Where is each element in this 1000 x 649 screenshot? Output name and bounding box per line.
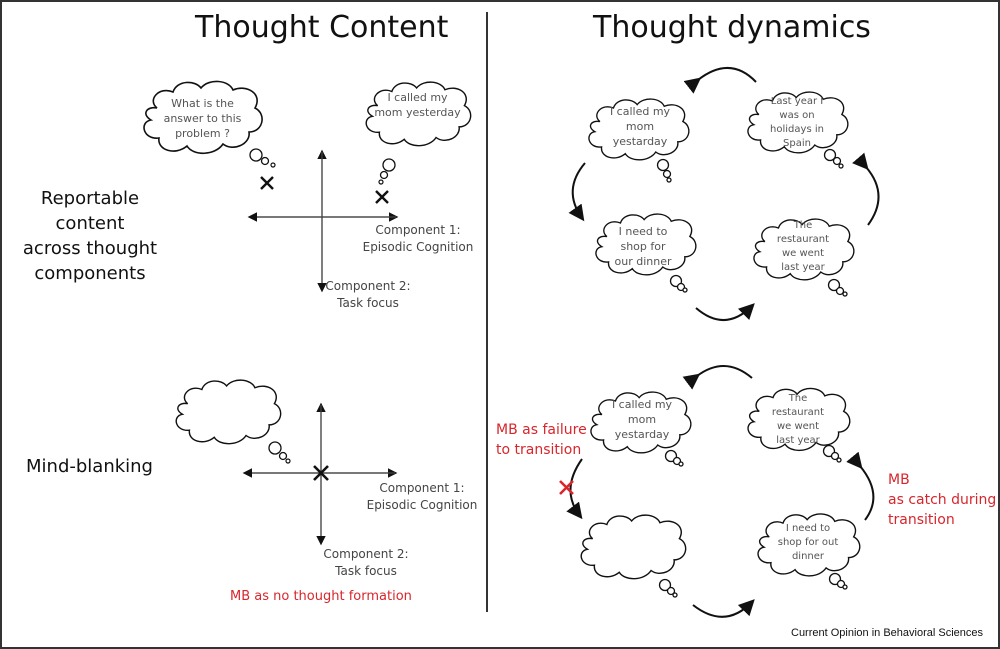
axis-label-line: Component 1: bbox=[375, 223, 461, 237]
cloud-text: I need to shop for our dinner bbox=[598, 224, 688, 269]
axes-top bbox=[247, 149, 399, 293]
right-panel-title: Thought dynamics bbox=[593, 10, 871, 45]
axis-label-line: Component 1: bbox=[379, 481, 465, 495]
row-label-line: across thought bbox=[22, 238, 158, 259]
annotation-line: MB bbox=[888, 472, 910, 488]
cloud-text-line: I called my bbox=[611, 398, 673, 411]
cloud-text-line: I need to bbox=[785, 523, 831, 534]
left-panel-title: Thought Content bbox=[195, 10, 449, 45]
cloud-text-line: mom bbox=[627, 413, 657, 426]
cloud-text-line: dinner bbox=[791, 551, 825, 562]
row-label-line: Reportable content bbox=[40, 188, 140, 234]
annotation-line: MB as failure bbox=[496, 422, 587, 438]
cloud-text: I need to shop for out dinner bbox=[762, 522, 854, 564]
cycle-arrows-bottom bbox=[566, 365, 875, 618]
cloud-text-line: I called my bbox=[387, 91, 448, 104]
row-label-reportable: Reportable content across thought compon… bbox=[5, 186, 175, 286]
annotation-line: to transition bbox=[496, 442, 582, 458]
cloud-text-line: mom bbox=[625, 120, 655, 133]
cloud-text-line: mom yesterday bbox=[374, 106, 461, 119]
transition-arrow bbox=[683, 67, 757, 94]
cloud-text: The restaurant we went last year bbox=[752, 392, 844, 448]
thought-cloud-empty bbox=[175, 379, 282, 445]
transition-arrow bbox=[852, 152, 880, 226]
axis-label-line: Episodic Cognition bbox=[362, 240, 474, 254]
cloud-text-line: restaurant bbox=[771, 407, 825, 418]
cloud-text-line: shop for out bbox=[777, 537, 839, 548]
axis-x-label: Component 1: Episodic Cognition bbox=[362, 480, 482, 514]
cloud-text: I called my mom yesterday bbox=[365, 90, 470, 120]
transition-arrow bbox=[692, 599, 755, 618]
axis-y-label: Component 2: Task focus bbox=[318, 278, 418, 312]
cross-mark bbox=[260, 176, 274, 190]
cloud-text-line: was on bbox=[779, 110, 815, 121]
cloud-text-line: shop for bbox=[620, 240, 666, 253]
annotation-failure-to-transition: MB as failure to transition bbox=[496, 420, 587, 460]
annotation-line: transition bbox=[888, 512, 955, 528]
cloud-text-line: I need to bbox=[618, 225, 668, 238]
cloud-text-line: yestarday bbox=[614, 428, 670, 441]
cloud-text-line: answer to this bbox=[163, 112, 242, 125]
axis-label-line: Task focus bbox=[337, 296, 399, 310]
cloud-text-line: last year bbox=[781, 262, 825, 273]
failure-cross-mark bbox=[559, 480, 574, 495]
axis-label-line: Component 2: bbox=[323, 547, 409, 561]
axis-x-label: Component 1: Episodic Cognition bbox=[358, 222, 478, 256]
cross-marks-top bbox=[260, 176, 389, 204]
cloud-text-line: What is the bbox=[171, 97, 234, 110]
axis-y-label: Component 2: Task focus bbox=[316, 546, 416, 580]
transition-arrow bbox=[846, 451, 875, 521]
cloud-text-line: Last year I bbox=[770, 96, 824, 107]
row-label-line: components bbox=[34, 263, 146, 284]
cloud-text: Last year I was on holidays in Spain bbox=[752, 95, 842, 151]
cloud-text-line: we went bbox=[776, 421, 820, 432]
cloud-text-line: The bbox=[793, 220, 813, 231]
transition-arrow bbox=[695, 303, 755, 321]
axis-label-line: Episodic Cognition bbox=[366, 498, 478, 512]
transition-arrow bbox=[682, 365, 753, 390]
cloud-text-line: restaurant bbox=[776, 234, 830, 245]
cloud-text-line: our dinner bbox=[614, 255, 672, 268]
cloud-text-line: problem ? bbox=[175, 127, 230, 140]
axis-label-line: Component 2: bbox=[325, 279, 411, 293]
transition-arrow bbox=[566, 458, 583, 520]
cloud-text-line: I called my bbox=[609, 105, 671, 118]
journal-credit: Current Opinion in Behavioral Sciences bbox=[791, 627, 983, 639]
cloud-text-line: we went bbox=[781, 248, 825, 259]
row-label-mind-blanking: Mind-blanking bbox=[26, 456, 153, 477]
thought-cloud-empty bbox=[580, 514, 687, 580]
transition-arrow bbox=[568, 162, 586, 222]
annotation-catch-during-transition: MB as catch during transition bbox=[888, 470, 996, 530]
cloud-text: I called my mom yestarday bbox=[597, 397, 687, 442]
cross-mark bbox=[313, 465, 329, 481]
cloud-text-line: Spain bbox=[783, 138, 811, 149]
annotation-line: as catch during bbox=[888, 492, 997, 508]
cloud-text-line: holidays in bbox=[770, 124, 824, 135]
cloud-text-line: yestarday bbox=[612, 135, 668, 148]
cloud-text: The restaurant we went last year bbox=[758, 219, 848, 275]
axis-label-line: Task focus bbox=[335, 564, 397, 578]
cross-mark bbox=[375, 190, 389, 204]
cloud-text-line: The bbox=[788, 393, 808, 404]
cycle-arrows-top bbox=[568, 67, 880, 321]
annotation-no-thought-formation: MB as no thought formation bbox=[230, 589, 412, 604]
cloud-text-line: last year bbox=[776, 435, 820, 446]
cloud-text: What is the answer to this problem ? bbox=[150, 96, 255, 141]
cloud-text: I called my mom yestarday bbox=[595, 104, 685, 149]
